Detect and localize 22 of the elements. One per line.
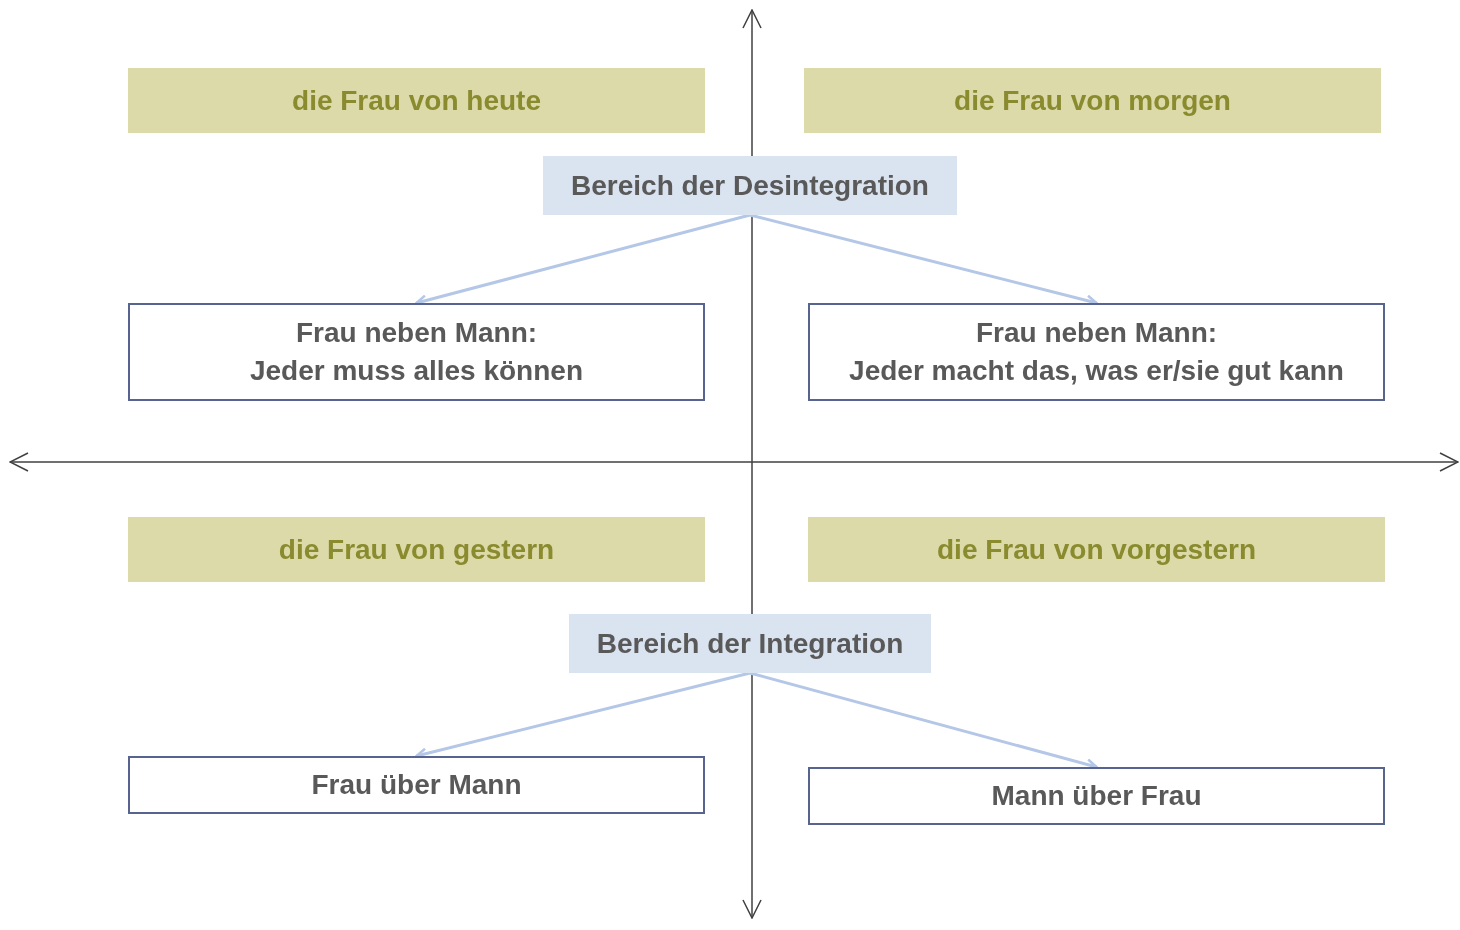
era-label-box — [804, 68, 1381, 133]
box-text: Bereich der Integration — [596, 626, 904, 661]
box-text: die Frau von heute — [292, 83, 541, 118]
era-label-box — [128, 517, 705, 582]
relation-box — [128, 756, 705, 814]
relation-box — [808, 303, 1385, 401]
box-text: Frau neben Mann: — [975, 316, 1218, 350]
area-heading-box — [569, 614, 931, 673]
box-text: Frau über Mann — [311, 768, 522, 802]
box-text: Mann über Frau — [991, 779, 1202, 813]
box-text: Bereich der Desintegration — [571, 168, 929, 203]
area-heading-box — [543, 156, 957, 215]
relation-box — [808, 767, 1385, 825]
box-text: Jeder muss alles können — [249, 354, 583, 388]
era-label-box — [808, 517, 1385, 582]
box-text: die Frau von morgen — [954, 83, 1231, 118]
box-text: die Frau von gestern — [278, 532, 555, 567]
box-text: Frau neben Mann: — [295, 316, 538, 350]
box-text: die Frau von vorgestern — [937, 532, 1256, 567]
relation-box — [128, 303, 705, 401]
era-label-box — [128, 68, 705, 133]
box-text: Jeder macht das, was er/sie gut kann — [849, 354, 1344, 388]
